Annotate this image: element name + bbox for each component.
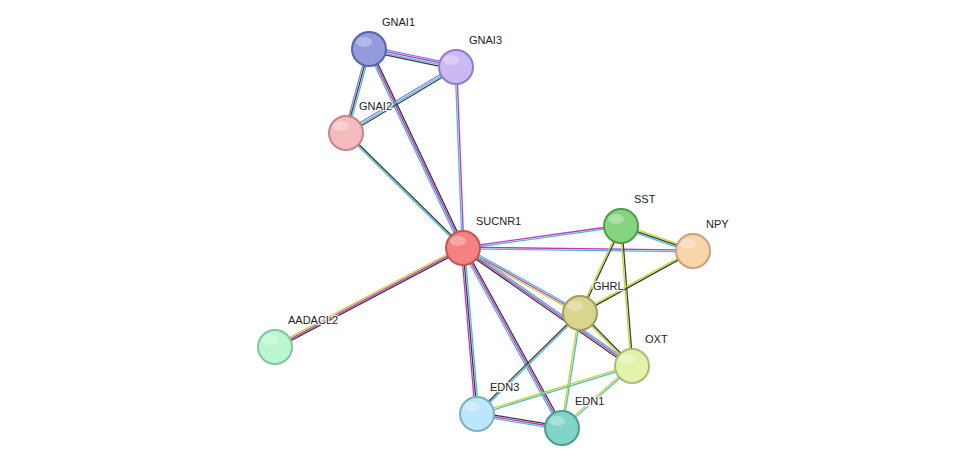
node-label: GHRL [592, 280, 625, 293]
node-label: EDN3 [489, 381, 520, 394]
interaction-edge [591, 325, 620, 355]
node-circle [603, 208, 639, 244]
node-label: OXT [644, 333, 669, 346]
interaction-edge [463, 265, 478, 397]
node-label: NPY [705, 218, 730, 231]
node-circle [351, 31, 387, 67]
protein-node: NPY [675, 233, 711, 269]
node-circle [544, 410, 580, 446]
protein-node: GNAI2 [328, 115, 364, 151]
node-circle [459, 396, 495, 432]
node-circle [562, 295, 598, 331]
protein-node: AADACL2 [257, 329, 293, 365]
interaction-edge [480, 228, 605, 247]
protein-node: EDN3 [459, 396, 495, 432]
interaction-edge [456, 84, 463, 231]
interaction-edge [358, 144, 452, 236]
protein-node: SST [603, 208, 639, 244]
protein-node: GHRL [562, 295, 598, 331]
node-label: GNAI1 [381, 16, 416, 29]
interaction-edge [385, 50, 440, 66]
protein-node: SUCNR1 [445, 230, 481, 266]
protein-node: EDN1 [544, 410, 580, 446]
protein-node: GNAI1 [351, 31, 387, 67]
node-circle [614, 348, 650, 384]
interaction-edge [621, 243, 631, 349]
interaction-edge [289, 254, 449, 340]
node-circle [675, 233, 711, 269]
node-label: SST [633, 193, 656, 206]
node-circle [257, 329, 293, 365]
interaction-edge [480, 247, 676, 251]
protein-node: OXT [614, 348, 650, 384]
interaction-edge [493, 415, 545, 427]
node-circle [328, 115, 364, 151]
interaction-edge [470, 262, 556, 414]
interaction-edge [637, 230, 678, 247]
node-label: GNAI3 [468, 34, 503, 47]
node-label: GNAI2 [358, 100, 393, 113]
protein-node: GNAI3 [438, 49, 474, 85]
node-label: SUCNR1 [475, 215, 522, 228]
node-circle [438, 49, 474, 85]
node-label: AADACL2 [287, 314, 339, 327]
node-circle [445, 230, 481, 266]
interaction-edge [574, 377, 620, 418]
node-label: EDN1 [574, 395, 605, 408]
